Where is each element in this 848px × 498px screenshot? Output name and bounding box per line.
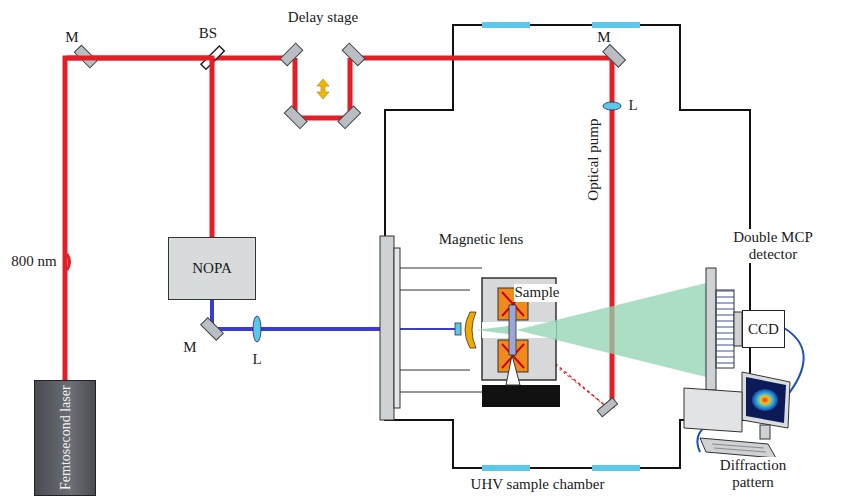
process-box: NOPA: [168, 237, 256, 300]
part-label: Delay stage: [287, 9, 359, 26]
part-label: Sample: [514, 284, 561, 301]
lens-label: L: [252, 351, 261, 368]
mirror-label: M: [183, 339, 196, 356]
chamber-region: UHV sample chamber: [385, 25, 750, 498]
part-label: Magnetic lens: [438, 231, 525, 248]
mirror-label: M: [65, 29, 78, 46]
beam-label: Optical pump: [585, 119, 602, 201]
part-label: Diffraction pattern: [706, 457, 800, 492]
node-text: UHV sample chamber: [471, 476, 605, 493]
lens-label: L: [628, 97, 637, 114]
node-text: NOPA: [192, 260, 231, 277]
node-text: CCD: [748, 321, 779, 338]
node-text: Femtosecond laser: [57, 386, 72, 491]
laser-beam: [65, 58, 212, 380]
part-label: Double MCP detector: [724, 229, 822, 264]
ccd-box: CCD: [742, 310, 785, 348]
laser-box: Femtosecond laser: [34, 380, 96, 496]
wavelength-label: 800 nm: [10, 253, 57, 270]
mirror-label: M: [597, 29, 610, 46]
beamsplitter-label: BS: [199, 25, 217, 42]
